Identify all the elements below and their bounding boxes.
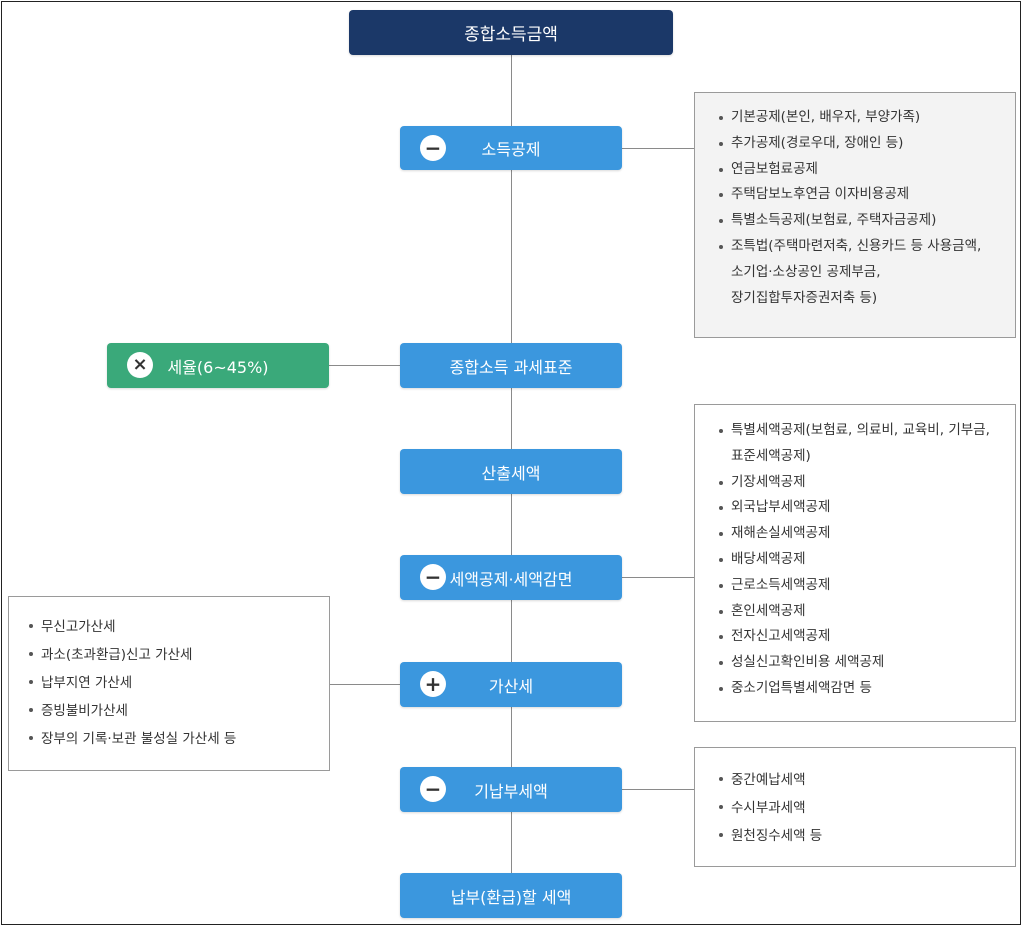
list-item: 특별소득공제(보험료, 주택자금공제) [715,208,1015,234]
node-penalty-tax-label: 가산세 [488,676,534,696]
minus-icon: − [420,564,446,590]
connector-income-deduction [621,148,694,149]
connector-tax-rate [329,365,401,366]
minus-icon: − [420,135,446,161]
income-deduction-list: 기본공제(본인, 배우자, 부양가족) 추가공제(경로우대, 장애인 등) 연금… [715,105,1015,311]
list-item: 성실신고확인비용 세액공제 [715,650,1015,676]
list-item: 배당세액공제 [715,547,1015,573]
node-income-deduction-label: 소득공제 [481,140,541,159]
list-item: 주택담보노후연금 이자비용공제 [715,182,1015,208]
list-item: 혼인세액공제 [715,599,1015,625]
node-computed-tax: 산출세액 [400,449,622,494]
list-item-continued: 표준세액공제) [731,447,811,464]
node-total-income: 종합소득금액 [349,10,673,55]
list-item: 특별세액공제(보험료, 의료비, 교육비, 기부금, [715,418,1015,444]
list-item-continued: 소기업·소상공인 공제부금, [731,263,881,280]
income-deduction-details: 기본공제(본인, 배우자, 부양가족) 추가공제(경로우대, 장애인 등) 연금… [694,92,1016,338]
node-income-deduction: − 소득공제 [400,126,622,170]
node-tax-rate: × 세율(6~45%) [107,343,329,388]
list-item: 기장세액공제 [715,470,1015,496]
list-item: 연금보험료공제 [715,157,1015,183]
list-item: 외국납부세액공제 [715,495,1015,521]
plus-icon: + [420,671,446,697]
list-item: 재해손실세액공제 [715,521,1015,547]
minus-icon: − [420,776,446,802]
node-prepaid-tax-label: 기납부세액 [474,781,548,801]
penalty-tax-list: 무신고가산세 과소(초과환급)신고 가산세 납부지연 가산세 증빙불비가산세 장… [25,613,329,753]
node-tax-credit-label: 세액공제·세액감면 [449,569,573,589]
list-item: 무신고가산세 [25,613,329,641]
list-item: 기본공제(본인, 배우자, 부양가족) [715,105,1015,131]
list-item: 수시부과세액 [715,794,1015,822]
node-tax-base: 종합소득 과세표준 [400,343,622,388]
connector-penalty [329,684,401,685]
list-item: 추가공제(경로우대, 장애인 등) [715,131,1015,157]
node-tax-credit: − 세액공제·세액감면 [400,555,622,600]
list-item-continued: 장기집합투자증권저축 등) [731,289,878,306]
list-item: 조특법(주택마련저축, 신용카드 등 사용금액, [715,234,1015,260]
node-final-tax-label: 납부(환급)할 세액 [450,887,572,907]
node-tax-rate-label: 세율(6~45%) [167,357,269,377]
list-item: 증빙불비가산세 [25,697,329,725]
list-item: 장부의 기록·보관 불성실 가산세 등 [25,725,329,753]
node-tax-base-label: 종합소득 과세표준 [449,357,573,377]
node-penalty-tax: + 가산세 [400,662,622,707]
node-final-tax: 납부(환급)할 세액 [400,873,622,918]
prepaid-tax-details: 중간예납세액 수시부과세액 원천징수세액 등 [694,747,1016,867]
penalty-tax-details: 무신고가산세 과소(초과환급)신고 가산세 납부지연 가산세 증빙불비가산세 장… [8,596,330,771]
node-computed-tax-label: 산출세액 [481,463,541,483]
list-item: 중간예납세액 [715,766,1015,794]
prepaid-tax-list: 중간예납세액 수시부과세액 원천징수세액 등 [715,766,1015,850]
list-item: 원천징수세액 등 [715,822,1015,850]
list-item: 중소기업특별세액감면 등 [715,676,1015,702]
node-total-income-label: 종합소득금액 [464,25,558,45]
list-item: 전자신고세액공제 [715,624,1015,650]
tax-credit-list: 특별세액공제(보험료, 의료비, 교육비, 기부금, 표준세액공제) 기장세액공… [715,418,1015,702]
list-item: 근로소득세액공제 [715,573,1015,599]
list-item: 납부지연 가산세 [25,669,329,697]
tax-credit-details: 특별세액공제(보험료, 의료비, 교육비, 기부금, 표준세액공제) 기장세액공… [694,404,1016,722]
connector-prepaid [621,789,694,790]
connector-tax-credit [621,577,694,578]
list-item: 과소(초과환급)신고 가산세 [25,641,329,669]
node-prepaid-tax: − 기납부세액 [400,767,622,812]
times-icon: × [127,352,153,378]
